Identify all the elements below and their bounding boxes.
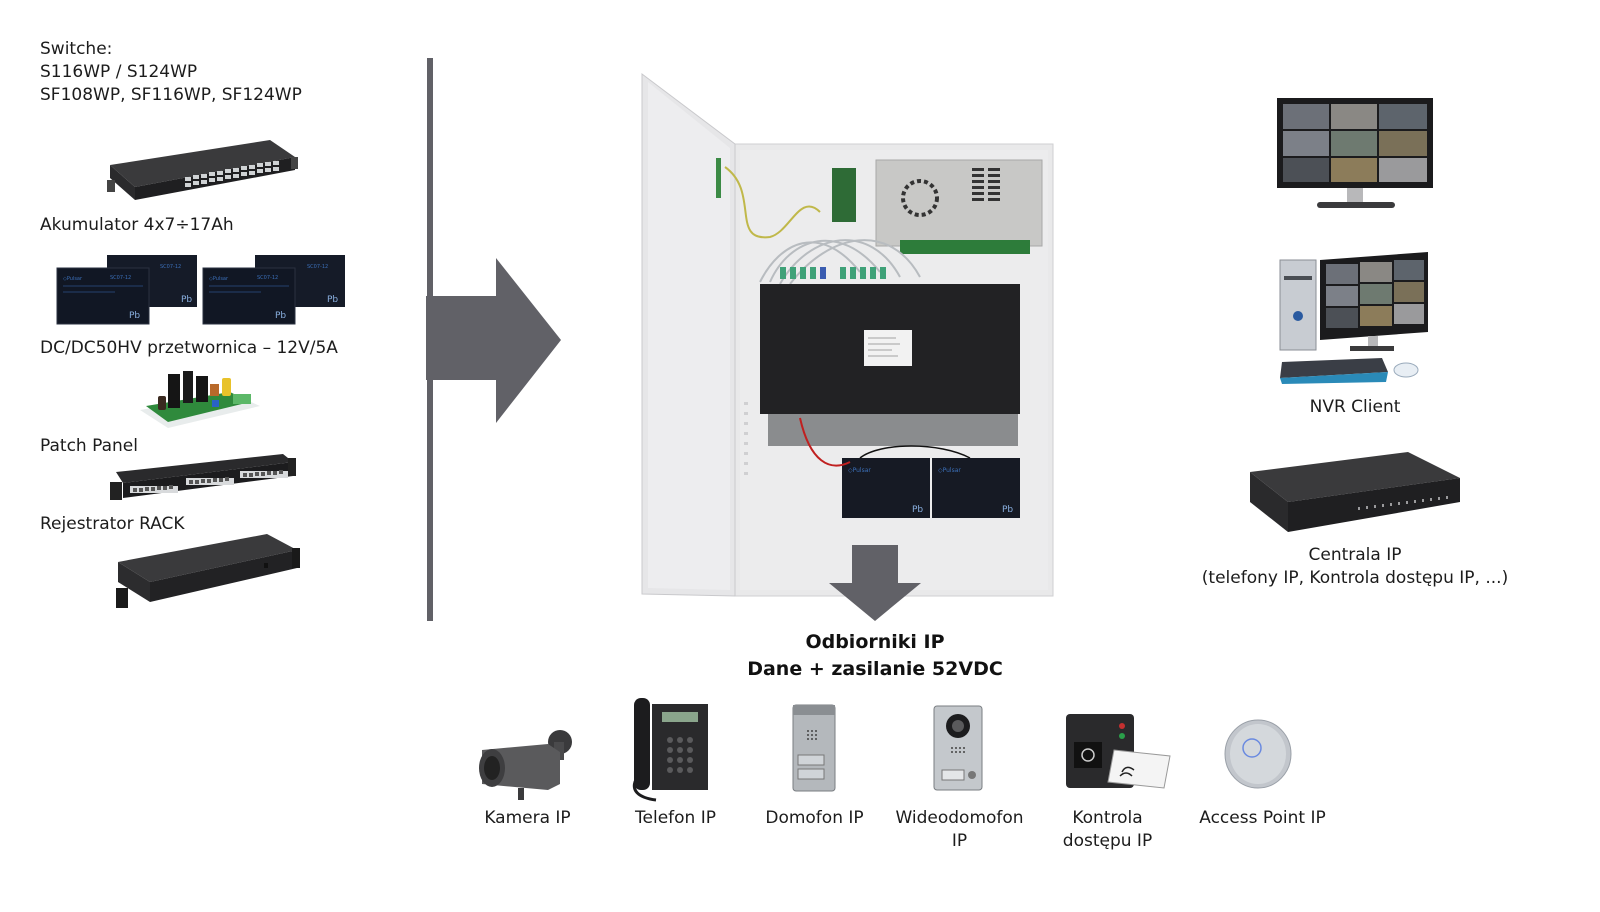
nvr-client-pc-image [1278,250,1438,385]
dc-converter-image [138,366,263,432]
svg-text:SC07-12: SC07-12 [257,275,278,281]
device-label-access-control: Kontrola [1072,808,1143,828]
switches-heading: Switche: [40,39,113,59]
svg-text:Pb: Pb [327,295,338,305]
svg-text:SC07-12: SC07-12 [110,275,131,281]
svg-text:◇Pulsar: ◇Pulsar [938,467,961,474]
rack-recorder-image [112,530,302,612]
nvr-client-label: NVR Client [1309,397,1401,417]
down-arrow-icon [828,545,922,621]
poe-switch-image [105,135,300,210]
receivers-subtitle: Dane + zasilanie 52VDC [747,658,1003,680]
patch-panel-label: Patch Panel [40,436,138,456]
converter-label: DC/DC50HV przetwornica – 12V/5A [40,338,338,358]
video-intercom-icon [932,704,984,792]
svg-text:Pb: Pb [912,505,923,515]
monitor-image [1275,96,1435,214]
switches-models-line1: S116WP / S124WP [40,62,198,82]
switches-models-line2: SF108WP, SF116WP, SF124WP [40,85,302,105]
svg-text:Pb: Pb [181,295,192,305]
svg-text:Pb: Pb [1002,505,1013,515]
device-label-video-intercom: Wideodomofon [895,808,1024,828]
device-label-video-intercom-line2: IP [951,831,968,851]
right-arrow-icon [426,258,564,423]
device-label-camera: Kamera IP [484,808,571,828]
ip-pbx-label: Centrala IP [1308,545,1402,565]
svg-text:◇Pulsar: ◇Pulsar [848,467,871,474]
ip-camera-icon [478,728,583,803]
svg-text:◇Pulsar: ◇Pulsar [209,276,229,282]
svg-text:SC07-12: SC07-12 [160,264,181,270]
battery-label: Akumulator 4x7÷17Ah [40,215,234,235]
device-label-access-point: Access Point IP [1199,808,1326,828]
recorder-label: Rejestrator RACK [40,514,185,534]
receivers-title: Odbiorniki IP [805,631,945,653]
device-label-intercom: Domofon IP [765,808,864,828]
svg-text:Pb: Pb [129,311,140,321]
svg-text:◇Pulsar: ◇Pulsar [63,276,83,282]
svg-text:SC07-12: SC07-12 [307,264,328,270]
device-label-access-control-line2: dostępu IP [1062,831,1153,851]
ip-pbx-image [1248,450,1463,535]
access-control-icon [1064,712,1174,792]
intercom-icon [790,703,838,793]
ip-phone-icon [626,696,714,804]
device-label-phone: Telefon IP [635,808,716,828]
patch-panel-image [108,450,298,505]
ip-pbx-sublabel: (telefony IP, Kontrola dostępu IP, ...) [1201,568,1509,588]
svg-text:Pb: Pb [275,311,286,321]
power-supply-cabinet-image: ◇Pulsar ◇Pulsar Pb Pb [640,72,1060,602]
access-point-icon [1222,718,1294,790]
